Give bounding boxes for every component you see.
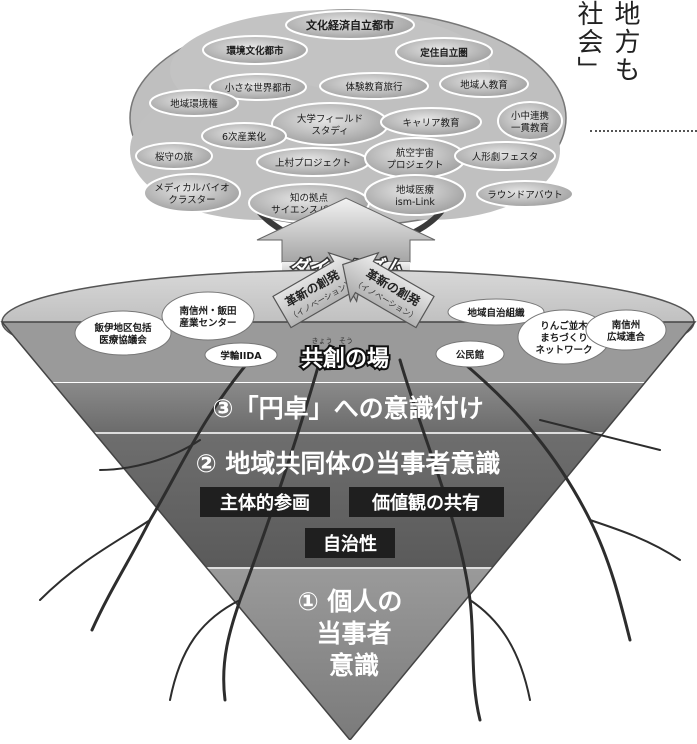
canopy-bubble-label: 6次産業化 [222, 131, 267, 143]
canopy-bubble-label: プロジェクト [386, 160, 443, 171]
canopy-bubble: 文化経済自立都市 [285, 10, 415, 40]
svg-text:当事者: 当事者 [316, 619, 391, 648]
canopy-bubble-label: 定住自立圏 [419, 47, 468, 59]
canopy-bubble-label: 小さな世界都市 [225, 82, 292, 94]
canopy-bubble: キャリア教育 [380, 107, 482, 137]
canopy-bubble-label: ism-Link [395, 197, 435, 208]
canopy-bubble-label: クラスター [168, 195, 215, 206]
canopy-bubble-label: サイエンスパーク [271, 205, 347, 216]
layer3-label: ③「円卓」への意識付け [212, 394, 483, 423]
canopy-bubble-label: 桜守の旅 [155, 151, 194, 163]
funnel-org-label: 学輪IIDA [220, 350, 262, 362]
canopy-bubble-label: 航空宇宙 [396, 147, 434, 159]
svg-text:主体的参画: 主体的参画 [220, 492, 310, 514]
tag-shutaiteki: 主体的参画 [200, 487, 330, 517]
canopy-bubble: 定住自立圏 [395, 37, 493, 67]
layer2-label: ② 地域共同体の当事者意識 [196, 449, 501, 478]
canopy-bubble-label: 環境文化都市 [226, 45, 284, 57]
canopy-bubble-label: メディカルバイオ [154, 182, 229, 194]
funnel-org-label: まちづくり [540, 332, 588, 344]
funnel-org-label: 公民館 [456, 349, 485, 361]
canopy-bubble: 地域人教育 [439, 70, 529, 98]
canopy-bubble: 小さな世界都市 [209, 73, 307, 101]
funnel-org: 公民館 [435, 340, 505, 368]
canopy-bubble: 環境文化都市 [202, 35, 308, 65]
canopy-bubble-label: 地域医療 [396, 184, 435, 196]
canopy-bubble: ラウンドアバウト [476, 180, 574, 208]
funnel-org-label: 飯伊地区包括 [93, 322, 152, 334]
canopy-bubble-label: 地域人教育 [460, 79, 508, 91]
canopy-bubble-label: 知の拠点 [290, 192, 329, 204]
tag-kachikan: 価値観の共有 [349, 487, 504, 517]
svg-text:価値観の共有: 価値観の共有 [371, 492, 480, 514]
canopy-bubble-label: 小中連携 [511, 110, 549, 122]
co-creation-label: きょう そう 共創の場 [299, 337, 391, 374]
dotted-leader-line [590, 130, 697, 132]
canopy-bubble-label: 上村プロジェクト [275, 157, 351, 169]
layer1-label: ① 個人の 当事者 意識 [298, 587, 403, 680]
funnel-org: 学輪IIDA [204, 342, 278, 368]
funnel-org-label: 医療協議会 [99, 334, 147, 346]
ruby-so: そう [339, 337, 353, 345]
funnel-org: 地域自治組織 [447, 298, 545, 326]
tag-jichisei: 自治性 [305, 528, 395, 558]
funnel-organizations: 飯伊地区包括医療協議会南信州・飯田産業センター学輪IIDA地域自治組織公民館りん… [74, 291, 667, 368]
center-label: 共創の場 [301, 347, 389, 372]
canopy-bubble-label: キャリア教育 [402, 117, 459, 129]
funnel-org-label: 広域連合 [607, 331, 646, 343]
funnel-org-label: 地域自治組織 [467, 307, 525, 319]
layer3-band [2, 383, 695, 433]
canopy-bubble: 地域環境権 [149, 89, 239, 117]
canopy-bubble-label: 一貫教育 [511, 122, 549, 134]
funnel-org-label: ネットワーク [535, 345, 592, 356]
tree-roots [39, 358, 681, 722]
canopy-bubble-label: 文化経済自立都市 [306, 18, 394, 32]
ruby-kyo: きょう [312, 337, 333, 345]
funnel-org-label: りんご並木 [540, 320, 588, 332]
canopy-bubble-label: ラウンドアバウト [487, 190, 563, 201]
funnel-org-label: 南信州・飯田 [179, 305, 236, 317]
funnel-org-label: 南信州 [612, 319, 641, 331]
canopy-bubble: 桜守の旅 [135, 142, 213, 170]
canopy-bubble-label: 人形劇フェスタ [472, 151, 539, 163]
canopy-bubble-label: 体験教育旅行 [345, 81, 403, 93]
canopy-bubble: 人形劇フェスタ [454, 141, 556, 171]
canopy-bubble-label: スタディ [311, 125, 348, 137]
canopy-bubble: 6次産業化 [201, 122, 287, 150]
side-text-col1: 地方も [610, 0, 640, 84]
canopy-bubble-label: 地域環境権 [170, 98, 218, 110]
canopy-bubble-label: 大学フィールド [297, 113, 363, 125]
canopy-bubble: 上村プロジェクト [256, 147, 370, 177]
canopy-bubble: 体験教育旅行 [319, 72, 429, 100]
svg-text:意識: 意識 [329, 651, 379, 680]
funnel-org-label: 産業センター [179, 317, 236, 329]
svg-text:自治性: 自治性 [323, 533, 377, 555]
side-text-col2: 社会」 [573, 0, 603, 84]
svg-text:① 個人の: ① 個人の [298, 587, 403, 616]
